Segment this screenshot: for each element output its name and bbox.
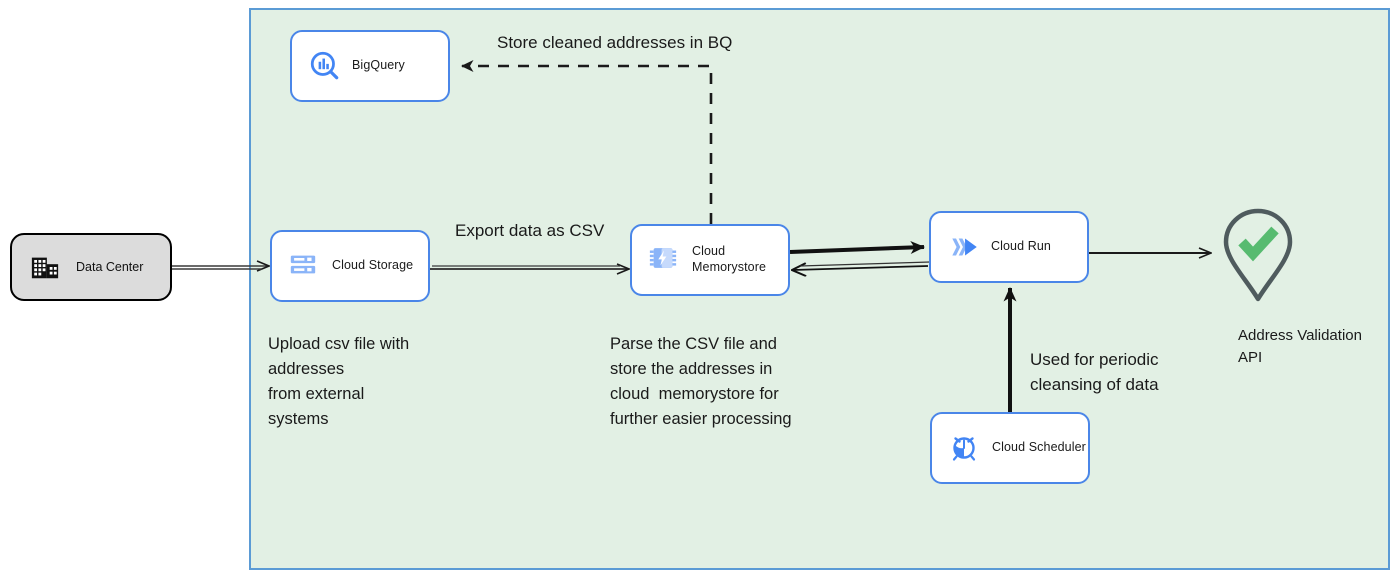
- label-address-validation-api: Address Validation API: [1238, 327, 1362, 366]
- caption-parse-csv: Parse the CSV file and store the address…: [610, 335, 792, 429]
- node-label-cloud-run: Cloud Run: [991, 239, 1051, 254]
- node-bigquery[interactable]: BigQuery: [290, 30, 450, 102]
- cloud-storage-icon: [288, 249, 322, 283]
- node-cloud-memorystore[interactable]: Cloud Memorystore: [630, 224, 790, 296]
- node-label-bigquery: BigQuery: [352, 58, 405, 73]
- edge-label-periodic-cleansing: Used for periodic cleansing of data: [1030, 350, 1159, 394]
- map-pin-check-icon: [1223, 208, 1293, 302]
- node-data-center[interactable]: Data Center: [10, 233, 172, 301]
- node-address-validation-api[interactable]: [1218, 205, 1298, 305]
- bigquery-icon: [308, 49, 342, 83]
- cloud-scheduler-icon: [948, 431, 982, 465]
- edge-label-store-cleaned-addresses: Store cleaned addresses in BQ: [497, 33, 733, 52]
- data-center-icon: [30, 252, 60, 282]
- node-label-data-center: Data Center: [76, 260, 144, 274]
- node-label-cloud-memorystore: Cloud Memorystore: [692, 244, 767, 274]
- edge-label-export-data-as-csv: Export data as CSV: [455, 221, 605, 240]
- node-cloud-run[interactable]: Cloud Run: [929, 211, 1089, 283]
- node-cloud-scheduler[interactable]: Cloud Scheduler: [930, 412, 1090, 484]
- cloud-run-icon: [947, 230, 981, 264]
- caption-upload-csv: Upload csv file with addresses from exte…: [268, 335, 410, 429]
- node-cloud-storage[interactable]: Cloud Storage: [270, 230, 430, 302]
- cloud-memorystore-icon: [648, 243, 682, 277]
- node-label-cloud-storage: Cloud Storage: [332, 258, 414, 273]
- node-label-cloud-scheduler: Cloud Scheduler: [992, 440, 1086, 455]
